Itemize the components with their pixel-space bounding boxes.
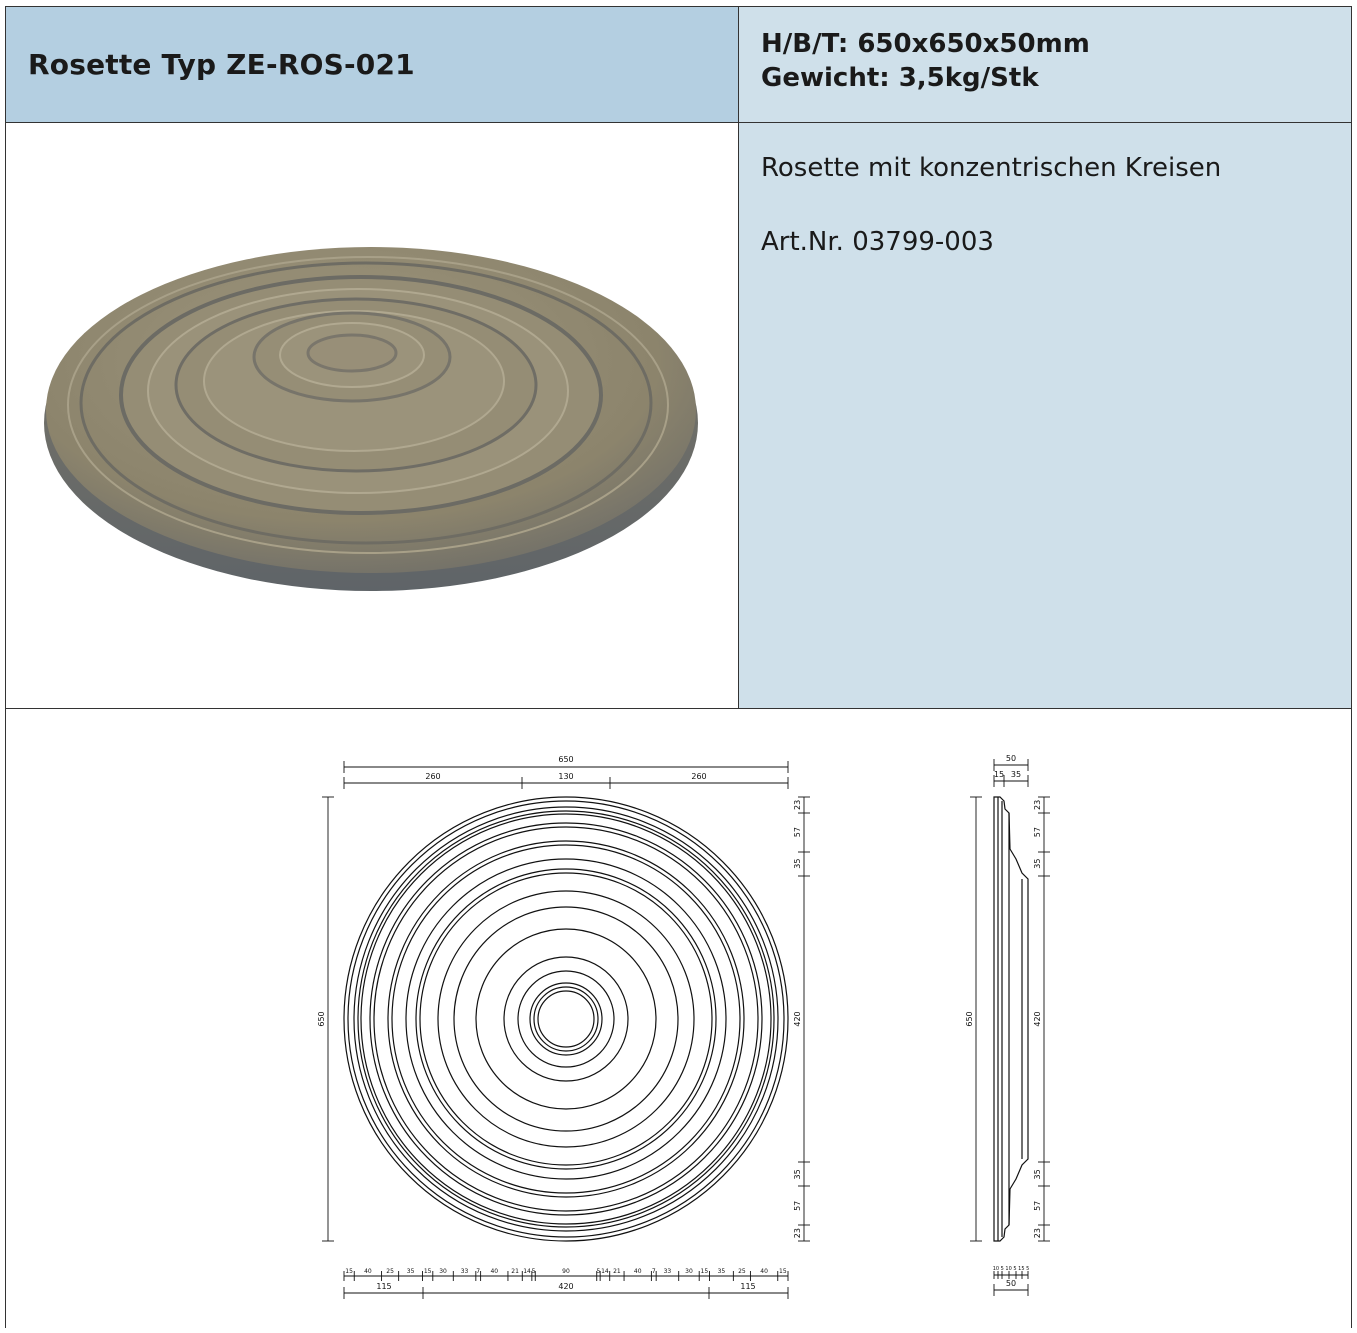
- dim-bottom-left: 115: [376, 1282, 391, 1291]
- bottom-detail-dim-3: 35: [407, 1268, 415, 1275]
- bottom-detail-dim-18: 33: [664, 1268, 672, 1275]
- dim-left-total: 650: [317, 1011, 326, 1026]
- dim-top-total: 650: [558, 755, 573, 764]
- side-right-dim-3: 420: [1033, 1011, 1042, 1026]
- side-dim-top-a: 15: [994, 770, 1004, 779]
- bottom-detail-dim-24: 15: [779, 1268, 787, 1275]
- bottom-detail-dim-10: 14: [523, 1268, 531, 1275]
- technical-drawing: 650 260 130 260 650 115 420 115 23573542…: [317, 754, 1050, 1299]
- product-title: Rosette Typ ZE-ROS-021: [28, 48, 415, 81]
- bottom-detail-dim-7: 7: [476, 1268, 480, 1275]
- bottom-detail-dim-8: 40: [490, 1268, 498, 1275]
- front-bottom-ticks: [343, 1271, 789, 1281]
- product-photo-cell: [6, 123, 739, 709]
- side-dim-left-total: 650: [965, 1011, 974, 1026]
- bottom-detail-dim-21: 35: [718, 1268, 726, 1275]
- side-dimension-labels: 50 15 35 650 10 5 10 5 15 5 50: [965, 754, 1029, 1288]
- side-right-dim-2: 35: [1033, 859, 1042, 869]
- bottom-detail-dim-6: 33: [461, 1268, 469, 1275]
- bottom-detail-dim-20: 15: [701, 1268, 709, 1275]
- front-right-dim-3: 420: [793, 1011, 802, 1026]
- dim-top-middle: 130: [558, 772, 573, 781]
- front-view-drawing: [343, 796, 789, 1242]
- bottom-detail-dim-5: 30: [439, 1268, 447, 1275]
- bottom-detail-dim-17: 7: [652, 1268, 656, 1275]
- dim-bottom-right: 115: [740, 1282, 755, 1291]
- front-right-labels: 23 57 35 420 35 57 23: [793, 800, 802, 1238]
- bottom-detail-dim-11: 5: [532, 1268, 536, 1275]
- bottom-detail-dim-16: 40: [634, 1268, 642, 1275]
- side-view-drawing: [993, 796, 1029, 1242]
- weight-text: Gewicht: 3,5kg/Stk: [761, 63, 1039, 93]
- front-right-dim-6: 23: [793, 1228, 802, 1238]
- article-number: Art.Nr. 03799-003: [761, 227, 994, 257]
- bottom-detail-dim-22: 25: [738, 1268, 746, 1275]
- front-right-dim-2: 35: [793, 859, 802, 869]
- bottom-detail-dim-14: 14: [601, 1268, 609, 1275]
- product-sheet: Rosette Typ ZE-ROS-021 H/B/T: 650x650x50…: [5, 6, 1352, 1329]
- side-dim-top-total: 50: [1006, 754, 1016, 763]
- front-right-dim-1: 57: [793, 827, 802, 837]
- side-dim-top-b: 35: [1011, 770, 1021, 779]
- side-right-dim-4: 35: [1033, 1169, 1042, 1179]
- bottom-detail-dim-15: 21: [613, 1268, 621, 1275]
- description-cell: Rosette mit konzentrischen Kreisen Art.N…: [739, 123, 1351, 709]
- front-right-dim-5: 57: [793, 1201, 802, 1211]
- bottom-detail-dim-2: 25: [386, 1268, 394, 1275]
- side-dim-bottom-detail: 10 5 10 5 15 5: [993, 1266, 1030, 1272]
- rosette-photo: [44, 247, 698, 591]
- front-right-dim-4: 35: [793, 1169, 802, 1179]
- side-dimension-lines: [970, 759, 1050, 1296]
- side-right-dim-6: 23: [1033, 1228, 1042, 1238]
- dim-top-right: 260: [691, 772, 706, 781]
- side-right-dim-5: 57: [1033, 1201, 1042, 1211]
- bottom-detail-dim-9: 21: [511, 1268, 519, 1275]
- dim-bottom-middle: 420: [558, 1282, 573, 1291]
- dim-top-left: 260: [425, 772, 440, 781]
- side-dim-bottom-total: 50: [1006, 1279, 1016, 1288]
- side-right-dim-1: 57: [1033, 827, 1042, 837]
- front-dimension-lines: [322, 761, 810, 1299]
- front-dimension-labels: 650 260 130 260 650 115 420 115: [317, 755, 756, 1291]
- header-title-cell: Rosette Typ ZE-ROS-021: [6, 7, 739, 123]
- bottom-detail-dim-4: 15: [424, 1268, 432, 1275]
- dimensions-text: H/B/T: 650x650x50mm: [761, 29, 1090, 59]
- bottom-detail-dim-23: 40: [760, 1268, 768, 1275]
- bottom-detail-dim-0: 15: [345, 1268, 353, 1275]
- bottom-detail-dim-19: 30: [685, 1268, 693, 1275]
- header-spec-cell: H/B/T: 650x650x50mm Gewicht: 3,5kg/Stk: [739, 7, 1351, 123]
- description-text: Rosette mit konzentrischen Kreisen: [761, 153, 1222, 183]
- bottom-detail-dim-1: 40: [364, 1268, 372, 1275]
- front-right-dim-0: 23: [793, 800, 802, 810]
- bottom-detail-dim-13: 5: [597, 1268, 601, 1275]
- side-right-labels: 23 57 35 420 35 57 23: [1033, 800, 1042, 1238]
- side-right-dim-0: 23: [1033, 800, 1042, 810]
- bottom-detail-dim-12: 90: [562, 1268, 570, 1275]
